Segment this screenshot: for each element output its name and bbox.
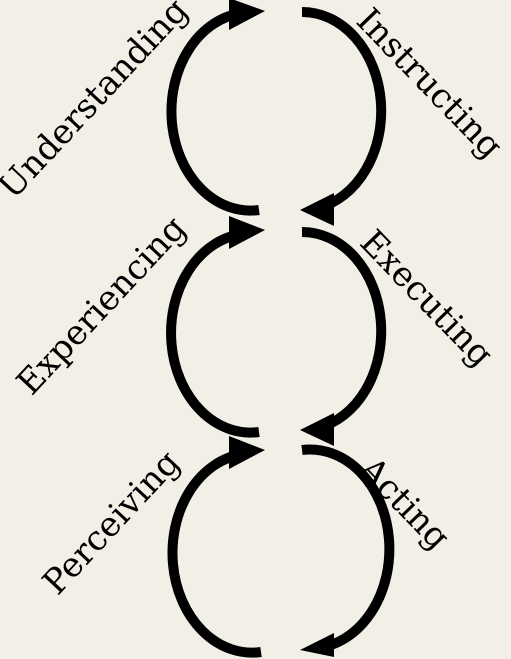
loop-3-bottom-arrowhead: [300, 633, 334, 657]
loop-2: Experiencing Executing: [9, 208, 501, 446]
loop-3: Perceiving Acting: [35, 436, 458, 658]
loop-3-right-label: Acting: [351, 449, 458, 558]
loop-2-left-label: Experiencing: [9, 208, 194, 402]
loop-3-right-arc: [301, 444, 395, 653]
loop-3-left-label: Perceiving: [35, 443, 188, 603]
loop-1-bottom-arrowhead: [300, 193, 334, 226]
loop-2-right-arc: [301, 226, 387, 433]
loop-3-left-arc: [167, 449, 262, 658]
loop-2-top-arrowhead: [229, 216, 265, 249]
loop-2-left-arc: [166, 229, 260, 438]
loop-1-left-arc: [166, 8, 260, 216]
loop-2-bottom-arrowhead: [300, 413, 334, 446]
loop-1: Understanding Instructing: [0, 0, 510, 226]
loop-3-top-arrowhead: [229, 436, 265, 469]
loop-1-right-arc: [301, 6, 387, 213]
loop-1-top-arrowhead: [229, 0, 265, 30]
